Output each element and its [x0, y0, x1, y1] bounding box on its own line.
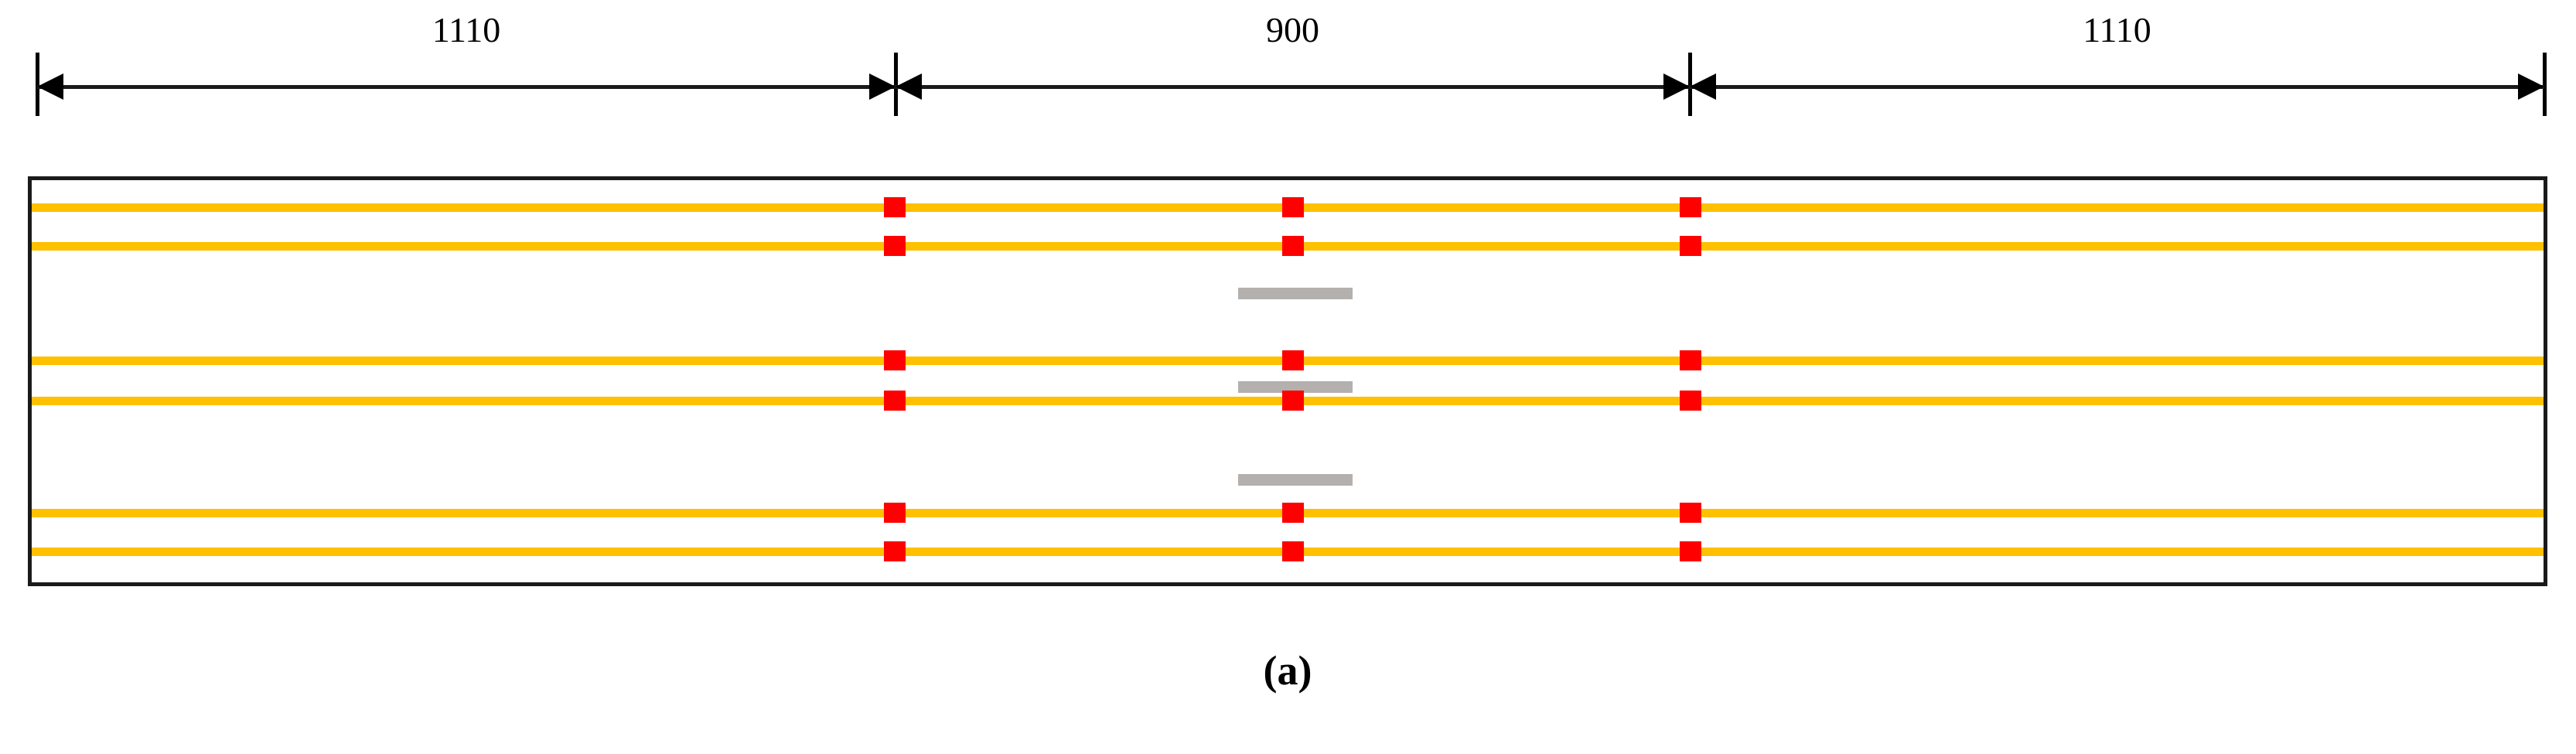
stirrup-marker: [884, 350, 906, 370]
stirrup-marker: [1282, 541, 1304, 561]
stirrup-marker: [884, 236, 906, 256]
dimension-line: [1690, 85, 2544, 89]
gray-segment: [1238, 288, 1353, 299]
dimension-arrow-right: [2518, 73, 2544, 100]
stirrup-marker: [1680, 236, 1701, 256]
dimension-extension-tick: [2543, 53, 2547, 116]
dimension-label: 900: [1266, 10, 1319, 49]
stirrup-marker: [884, 541, 906, 561]
dimension-arrow-left: [896, 73, 922, 100]
stirrup-marker: [1282, 503, 1304, 523]
figure-caption: (a): [1263, 647, 1312, 694]
stirrup-marker: [884, 391, 906, 411]
dimension-line: [37, 85, 896, 89]
stirrup-marker: [1282, 236, 1304, 256]
stirrup-marker: [1680, 503, 1701, 523]
gray-segment: [1238, 381, 1353, 393]
dimension-arrow-right: [869, 73, 896, 100]
dimension-arrow-left: [1690, 73, 1716, 100]
dimension-arrow-right: [1663, 73, 1690, 100]
stirrup-marker: [1680, 197, 1701, 217]
stirrup-marker: [1282, 350, 1304, 370]
stirrup-marker: [884, 197, 906, 217]
stirrup-marker: [1282, 197, 1304, 217]
dimension-arrow-left: [37, 73, 63, 100]
stirrup-marker: [1680, 350, 1701, 370]
dimension-label: 1110: [432, 10, 501, 49]
stirrup-marker: [1680, 541, 1701, 561]
stirrup-marker: [884, 503, 906, 523]
gray-segment: [1238, 474, 1353, 486]
stirrup-marker: [1680, 391, 1701, 411]
dimension-line: [896, 85, 1690, 89]
dimension-label: 1110: [2083, 10, 2151, 49]
stirrup-marker: [1282, 391, 1304, 411]
